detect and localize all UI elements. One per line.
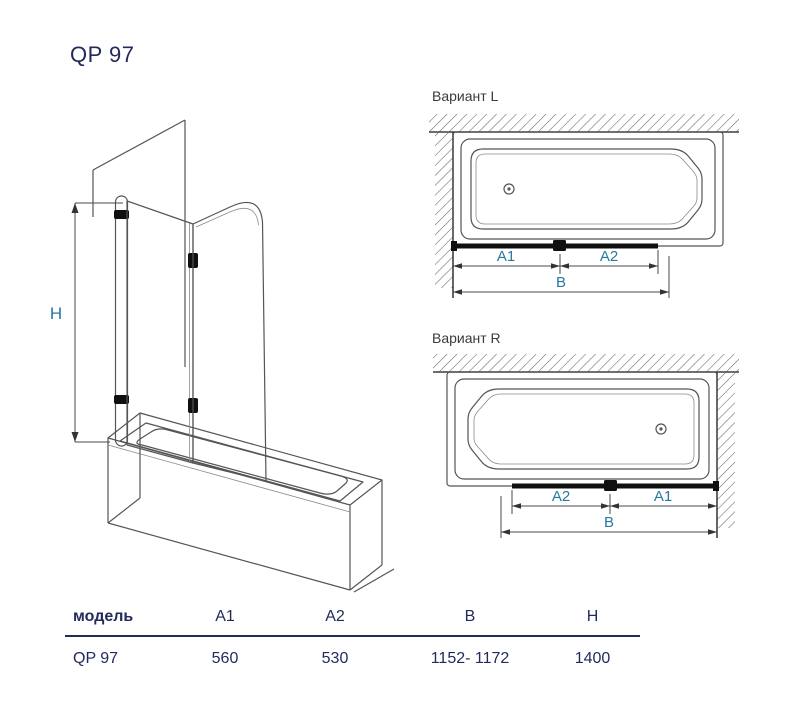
dim-label-a1-r: A1 [654,488,672,505]
dim-label-h: H [50,304,62,323]
dim-label-a2-r: A2 [552,488,570,505]
dim-label-b-l: B [556,274,566,291]
header-b: B [464,608,476,625]
dim-label-b-r: B [604,514,614,531]
bathtub-plan-r [446,371,718,487]
header-a1: A1 [215,608,235,625]
table-divider [65,635,640,637]
dim-label-a2-l: A2 [600,248,618,265]
screen-plan-line-r [512,480,719,491]
model-title: QP 97 [70,42,135,67]
header-h: H [586,608,599,625]
screen-plan-line-l [451,240,658,251]
dimension-a1-a2-l: A1 A2 [453,248,659,274]
variant-r-top-view: A2 A1 B [433,354,739,538]
variant-r-label: Вариант R [432,330,501,346]
spec-table-header-row: модель A1 A2 B H [65,606,640,628]
glass-panel-2-curved [192,201,267,482]
variant-l-label: Вариант L [432,88,499,104]
cell-b: 1152- 1172 [430,650,510,667]
variant-l-top-view: A1 A2 B [429,114,739,298]
dimension-b-r: B [500,496,717,538]
bathtub-plan-l [452,131,724,247]
table-row: QP 97 560 530 1152- 1172 1400 [65,648,640,670]
spec-table: модель A1 A2 B H QP 97 560 530 1152- 117… [65,606,640,670]
header-a2: A2 [325,608,345,625]
cell-h: 1400 [574,650,611,667]
dimension-b-l: B [453,256,670,298]
cell-a1: 560 [211,650,239,667]
wall-corner-lines [92,119,186,367]
dimension-h: H [50,202,123,443]
floor-line [353,568,395,593]
drain-icon [655,423,667,435]
wall-hatching-l [429,114,739,298]
bathtub-perspective [107,412,383,591]
side-perspective-view: H [50,119,395,593]
drain-icon [503,183,515,195]
wall-hatching-r [433,354,739,538]
glass-panel-1 [126,200,194,464]
dim-label-a1-l: A1 [497,248,515,265]
cell-a2: 530 [321,650,349,667]
cell-model: QP 97 [73,650,119,667]
header-model: модель [73,608,134,625]
dimension-a2-a1-r: A2 A1 [511,488,717,514]
